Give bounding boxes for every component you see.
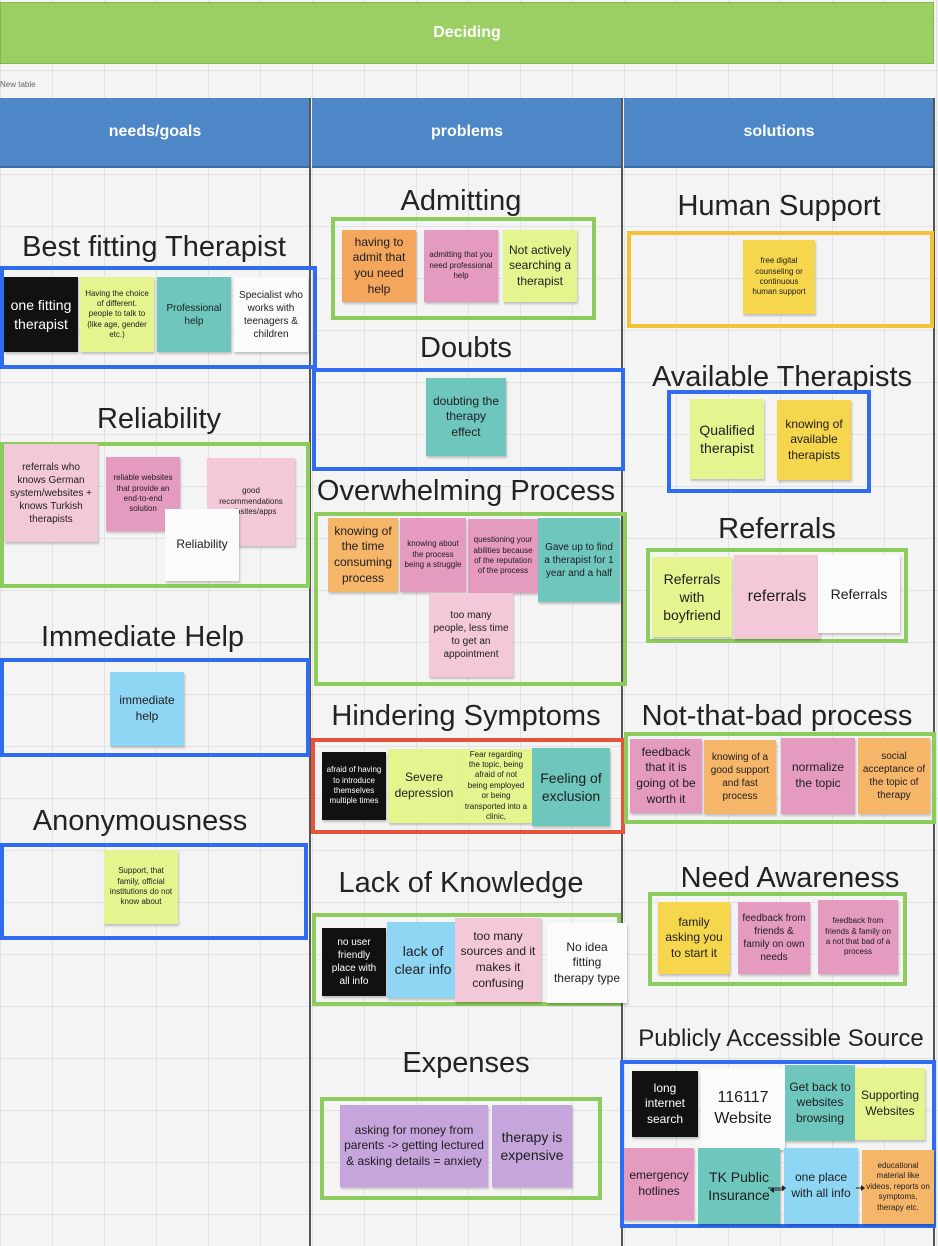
- sticky-note[interactable]: Reliability: [165, 509, 239, 581]
- arrow-head-icon: [770, 1187, 774, 1193]
- group-frame-referrals[interactable]: [646, 548, 908, 643]
- sticky-note[interactable]: emergency hotlines: [624, 1148, 694, 1220]
- sticky-note[interactable]: knowing about the process being a strugg…: [400, 518, 466, 592]
- group-frame-not-that-bad-process[interactable]: [624, 732, 936, 824]
- column-divider: [309, 98, 311, 1246]
- group-frame-human-support[interactable]: [627, 231, 934, 328]
- group-frame-admitting[interactable]: [331, 217, 596, 320]
- sticky-note[interactable]: long internet search: [632, 1071, 698, 1137]
- sticky-note[interactable]: Fear regarding the topic, being afraid o…: [460, 749, 532, 823]
- column-header-problems: problems: [312, 98, 622, 168]
- group-title-immediate-help: Immediate Help: [40, 621, 245, 653]
- sticky-note[interactable]: Supporting Websites: [855, 1068, 925, 1140]
- sticky-note[interactable]: Get back to websites browsing: [785, 1065, 855, 1141]
- column-header-needs-goals: needs/goals: [0, 98, 310, 168]
- sticky-note[interactable]: No idea fitting therapy type: [547, 923, 627, 1003]
- sticky-note[interactable]: normalize the topic: [781, 738, 855, 814]
- sticky-note[interactable]: too many sources and it makes it confusi…: [455, 918, 541, 1002]
- sticky-note[interactable]: Referrals with boyfriend: [652, 557, 732, 637]
- group-title-available-therapists: Available Therapists: [651, 361, 913, 393]
- column-header-solutions: solutions: [624, 98, 934, 168]
- group-title-publicly-accessible-source: Publicly Accessible Source: [638, 1025, 924, 1052]
- sticky-note[interactable]: referrals: [734, 555, 820, 639]
- sticky-note[interactable]: immediate help: [110, 672, 184, 746]
- sticky-note[interactable]: Qualified therapist: [690, 399, 764, 479]
- sticky-note[interactable]: referrals who knows German system/websit…: [4, 444, 98, 542]
- group-frame-doubts[interactable]: [312, 368, 625, 471]
- group-title-overwhelming-process: Overwhelming Process: [316, 475, 616, 507]
- group-title-need-awareness: Need Awareness: [680, 862, 900, 894]
- sticky-note[interactable]: Professional help: [157, 277, 231, 352]
- sticky-note[interactable]: doubting the therapy effect: [426, 378, 506, 456]
- group-title-admitting: Admitting: [400, 185, 522, 217]
- sticky-note[interactable]: no user friendly place with all info: [322, 928, 386, 996]
- group-title-hindering-symptoms: Hindering Symptoms: [331, 700, 601, 732]
- group-frame-publicly-accessible-source[interactable]: [620, 1060, 936, 1228]
- board-title-bar: Deciding: [0, 2, 934, 64]
- sticky-note[interactable]: social acceptance of the topic of therap…: [858, 738, 930, 814]
- sticky-note[interactable]: afraid of having to introduce themselves…: [322, 752, 386, 820]
- sticky-note[interactable]: Support, that family, official instituti…: [104, 850, 178, 924]
- sticky-note[interactable]: lack of clear info: [387, 922, 459, 998]
- sticky-note[interactable]: asking for money from parents -> getting…: [340, 1105, 488, 1187]
- sticky-note[interactable]: therapy is expensive: [492, 1105, 572, 1187]
- sticky-note[interactable]: Specialist who works with teenagers & ch…: [234, 277, 308, 352]
- sticky-note[interactable]: Gave up to find a therapist for 1 year a…: [538, 518, 620, 602]
- sticky-note[interactable]: free digital counseling or continuous hu…: [743, 240, 815, 314]
- column-divider: [621, 98, 623, 1246]
- column-divider: [933, 98, 935, 1246]
- group-title-human-support: Human Support: [677, 190, 881, 222]
- sticky-note[interactable]: family asking you to start it: [658, 902, 730, 974]
- group-frame-expenses[interactable]: [320, 1097, 602, 1200]
- sticky-note[interactable]: feedback from friends & family on own ne…: [738, 902, 810, 974]
- board-title: Deciding: [433, 24, 501, 41]
- group-frame-need-awareness[interactable]: [648, 892, 907, 986]
- group-frame-available-therapists[interactable]: [667, 390, 871, 493]
- sticky-note[interactable]: one fitting therapist: [4, 277, 78, 352]
- group-title-lack-of-knowledge: Lack of Knowledge: [338, 867, 584, 899]
- sticky-note[interactable]: 116117 Website: [701, 1068, 785, 1150]
- sticky-note[interactable]: Not actively searching a therapist: [503, 230, 577, 302]
- group-frame-anonymousness[interactable]: [0, 843, 308, 940]
- table-caption: New table: [0, 80, 36, 89]
- arrow-head-icon: [861, 1185, 865, 1191]
- group-title-reliability: Reliability: [96, 403, 222, 435]
- sticky-note[interactable]: too many people, less time to get an app…: [429, 593, 513, 677]
- group-title-not-that-bad-process: Not-that-bad process: [641, 700, 913, 732]
- sticky-note[interactable]: Feeling of exclusion: [532, 748, 610, 826]
- group-title-referrals: Referrals: [718, 513, 836, 545]
- sticky-note[interactable]: knowing of available therapists: [777, 400, 851, 480]
- sticky-note[interactable]: one place with all info: [784, 1148, 858, 1224]
- sticky-note[interactable]: knowing of a good support and fast proce…: [704, 740, 776, 814]
- group-title-expenses: Expenses: [402, 1047, 530, 1079]
- sticky-note[interactable]: having to admit that you need help: [342, 230, 416, 302]
- sticky-note[interactable]: questioning your abilities because of th…: [468, 519, 538, 593]
- group-frame-hindering-symptoms[interactable]: [311, 738, 625, 834]
- group-frame-reliability[interactable]: [0, 442, 310, 588]
- sticky-note[interactable]: educational material like videos, report…: [862, 1150, 934, 1224]
- sticky-note[interactable]: Having the choice of different. people t…: [80, 277, 154, 352]
- group-title-anonymousness: Anonymousness: [32, 805, 248, 837]
- sticky-note[interactable]: knowing of the time consuming process: [328, 518, 398, 592]
- sticky-note[interactable]: TK Public Insurance: [698, 1148, 780, 1224]
- sticky-note[interactable]: Referrals: [818, 555, 900, 633]
- sticky-note[interactable]: admitting that you need professional hel…: [424, 230, 498, 302]
- group-title-best-fitting-therapist: Best fitting Therapist: [22, 231, 286, 263]
- sticky-note[interactable]: Severe depression: [388, 749, 460, 823]
- group-frame-best-fitting-therapist[interactable]: [0, 266, 317, 369]
- sticky-note[interactable]: feedback that it is going ot be worth it: [630, 739, 702, 813]
- group-frame-immediate-help[interactable]: [0, 658, 310, 757]
- group-frame-overwhelming-process[interactable]: [314, 512, 627, 686]
- group-title-doubts: Doubts: [420, 332, 512, 364]
- sticky-note[interactable]: feedback from friends & family on a not …: [818, 900, 898, 974]
